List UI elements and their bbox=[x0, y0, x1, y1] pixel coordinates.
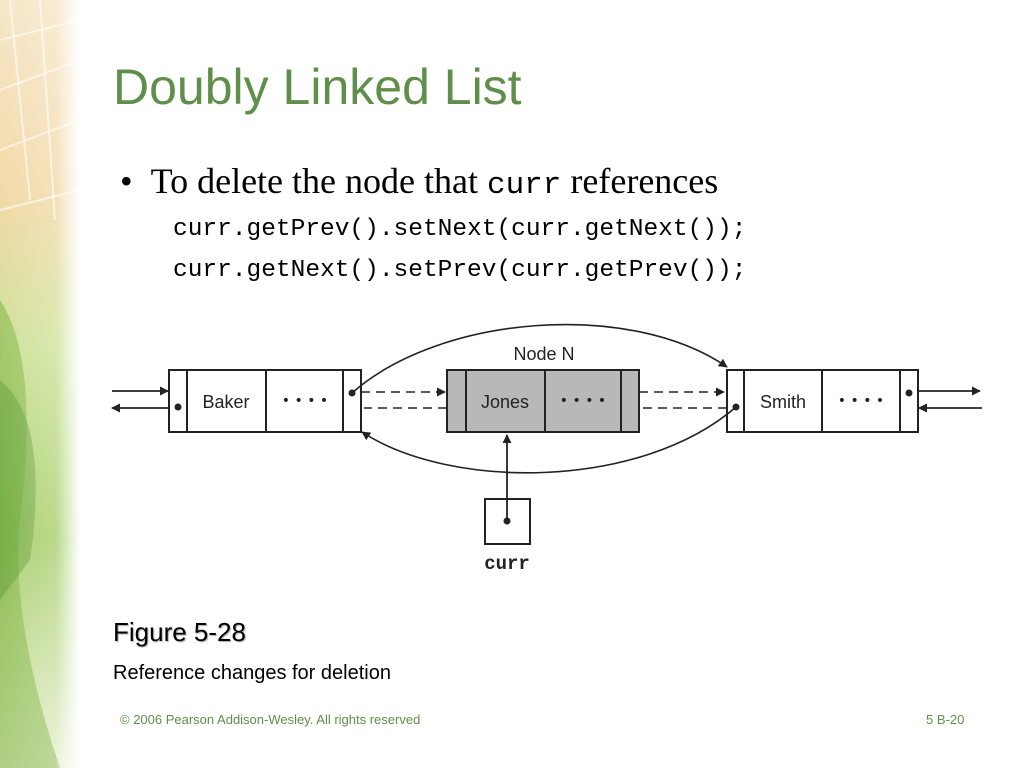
outer-left-arrows bbox=[111, 386, 178, 413]
slide-title: Doubly Linked List bbox=[113, 59, 522, 115]
bullet-marker: • bbox=[120, 161, 151, 201]
footer-page-number: 5 B-20 bbox=[926, 712, 965, 727]
node-baker bbox=[168, 369, 362, 433]
code-line-set-next: curr.getPrev().setNext(curr.getNext()); bbox=[173, 216, 747, 243]
node-baker-dots: • • • • bbox=[282, 393, 328, 409]
curr-pointer bbox=[484, 434, 531, 545]
node-baker-label: Baker bbox=[202, 392, 249, 412]
bullet-text-suffix: references bbox=[570, 161, 719, 201]
curr-pointer-label: curr bbox=[484, 553, 530, 575]
bullet-inline-code: curr bbox=[486, 168, 562, 203]
decorative-side-strip bbox=[0, 0, 80, 768]
node-smith-label: Smith bbox=[760, 392, 806, 412]
bullet-point: • To delete the node that curr reference… bbox=[120, 160, 718, 203]
node-smith-dots: • • • • bbox=[838, 393, 884, 409]
node-jones bbox=[446, 369, 640, 433]
node-jones-dots: • • • • bbox=[560, 393, 606, 409]
bullet-text-prefix: To delete the node that bbox=[150, 161, 478, 201]
figure-title: Figure 5-28 bbox=[113, 617, 246, 647]
outer-right-arrows bbox=[909, 386, 982, 413]
new-prev-arc bbox=[361, 406, 737, 474]
new-next-arc bbox=[351, 323, 728, 394]
code-line-set-prev: curr.getNext().setPrev(curr.getPrev()); bbox=[173, 257, 747, 284]
node-jones-label: Jones bbox=[481, 392, 529, 412]
footer-copyright: © 2006 Pearson Addison-Wesley. All right… bbox=[120, 712, 421, 727]
node-n-label: Node N bbox=[513, 344, 574, 364]
node-smith bbox=[726, 369, 919, 433]
figure-caption: Reference changes for deletion bbox=[113, 662, 391, 684]
